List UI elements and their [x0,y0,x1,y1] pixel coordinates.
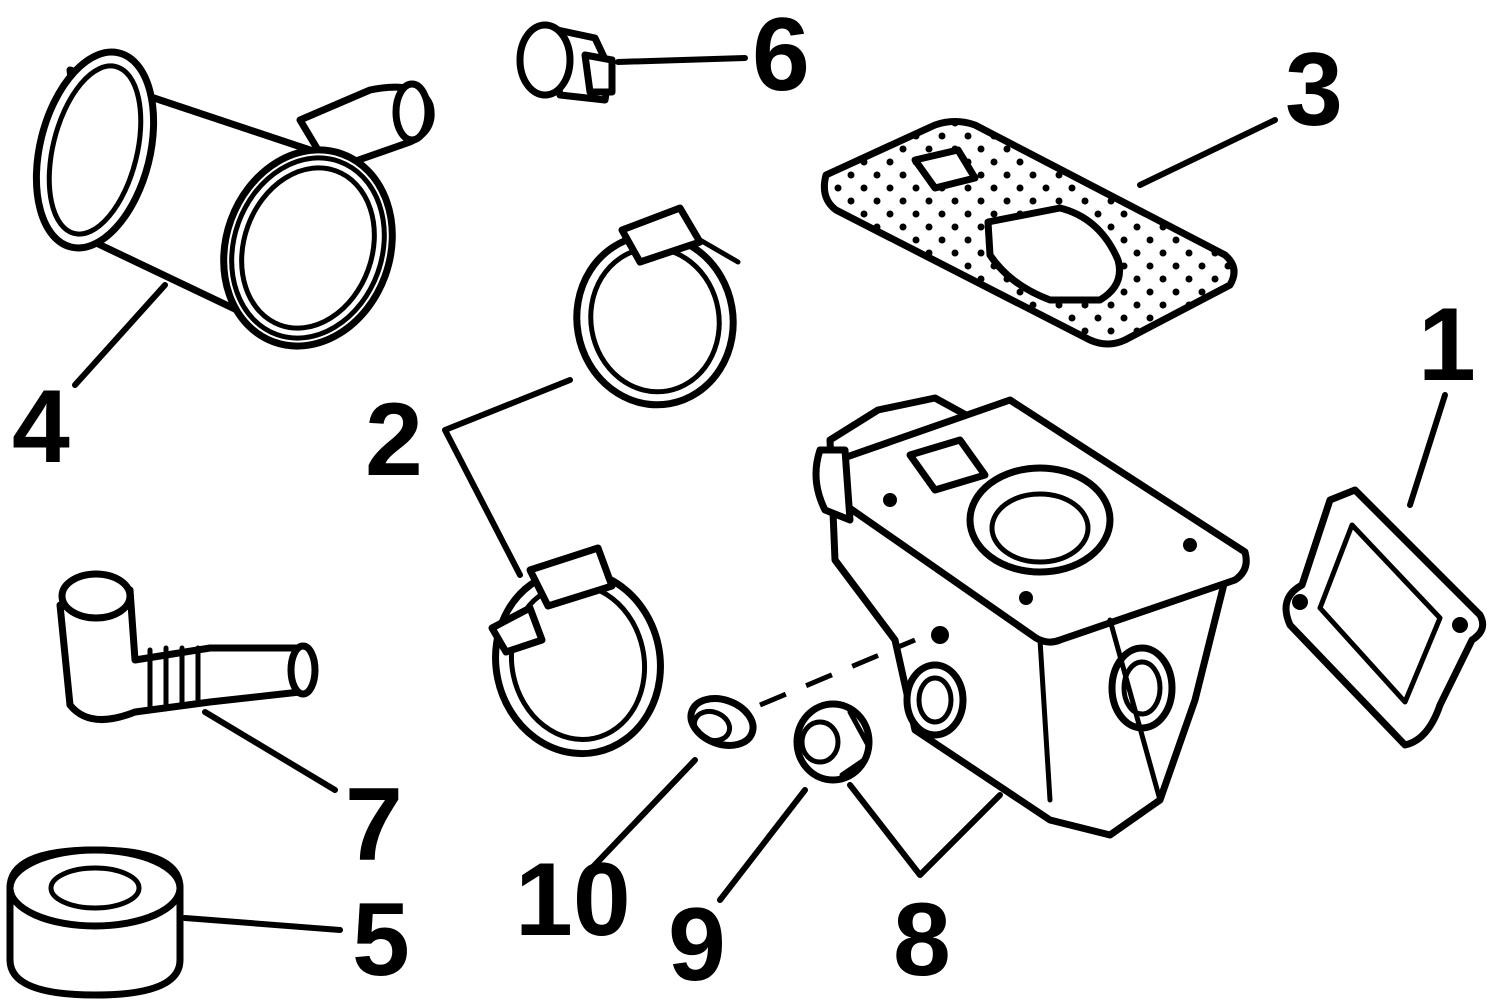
part-6-cap [516,21,616,104]
callout-4: 4 [12,369,70,485]
leader-lines [72,55,1448,933]
part-8-valve-body [812,394,1250,839]
alignment-dashed-line [759,637,916,708]
part-2-hose-clamp-upper [573,204,741,409]
callout-10: 10 [515,842,631,958]
callout-7: 7 [345,767,403,883]
callout-1: 1 [1418,287,1476,403]
part-10-setscrew-plug [687,695,757,749]
callout-9: 9 [668,887,726,1003]
part-4-filter-housing [32,48,435,350]
part-1-gasket-small [1282,486,1487,749]
part-5-cup-plug [6,846,184,999]
callout-5: 5 [352,882,410,998]
callout-6: 6 [752,0,810,113]
part-2-hose-clamp-lower [488,544,664,758]
part-7-elbow-fitting [56,570,319,724]
part-3-gasket-plate [820,118,1238,348]
callout-8: 8 [893,882,951,998]
part-9-threaded-plug [793,700,873,784]
callout-3: 3 [1285,32,1343,148]
callout-2: 2 [365,382,423,498]
